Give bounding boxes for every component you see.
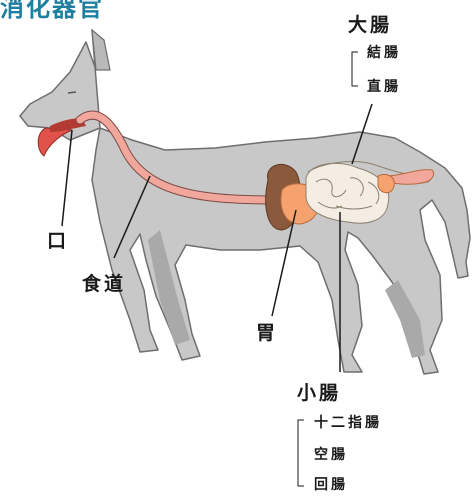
diagram-title: 消化器官 xyxy=(0,0,104,23)
label-esophagus: 食道 xyxy=(82,269,126,296)
eye xyxy=(68,92,76,93)
leader-mouth xyxy=(62,130,72,226)
label-colon: 結腸 xyxy=(367,42,401,62)
label-ileum: 回腸 xyxy=(314,474,348,494)
label-stomach: 胃 xyxy=(256,318,278,345)
label-small-intestine: 小腸 xyxy=(297,378,341,405)
bracket-small-intestine xyxy=(298,420,304,486)
label-duodenum: 十二指腸 xyxy=(314,412,382,432)
bracket-large-intestine xyxy=(352,52,358,86)
label-mouth: 口 xyxy=(47,226,69,253)
label-rectum: 直腸 xyxy=(367,76,401,96)
label-large-intestine: 大腸 xyxy=(348,10,392,37)
label-jejunum: 空腸 xyxy=(314,444,348,464)
cecum xyxy=(378,174,394,192)
tongue xyxy=(38,128,72,156)
